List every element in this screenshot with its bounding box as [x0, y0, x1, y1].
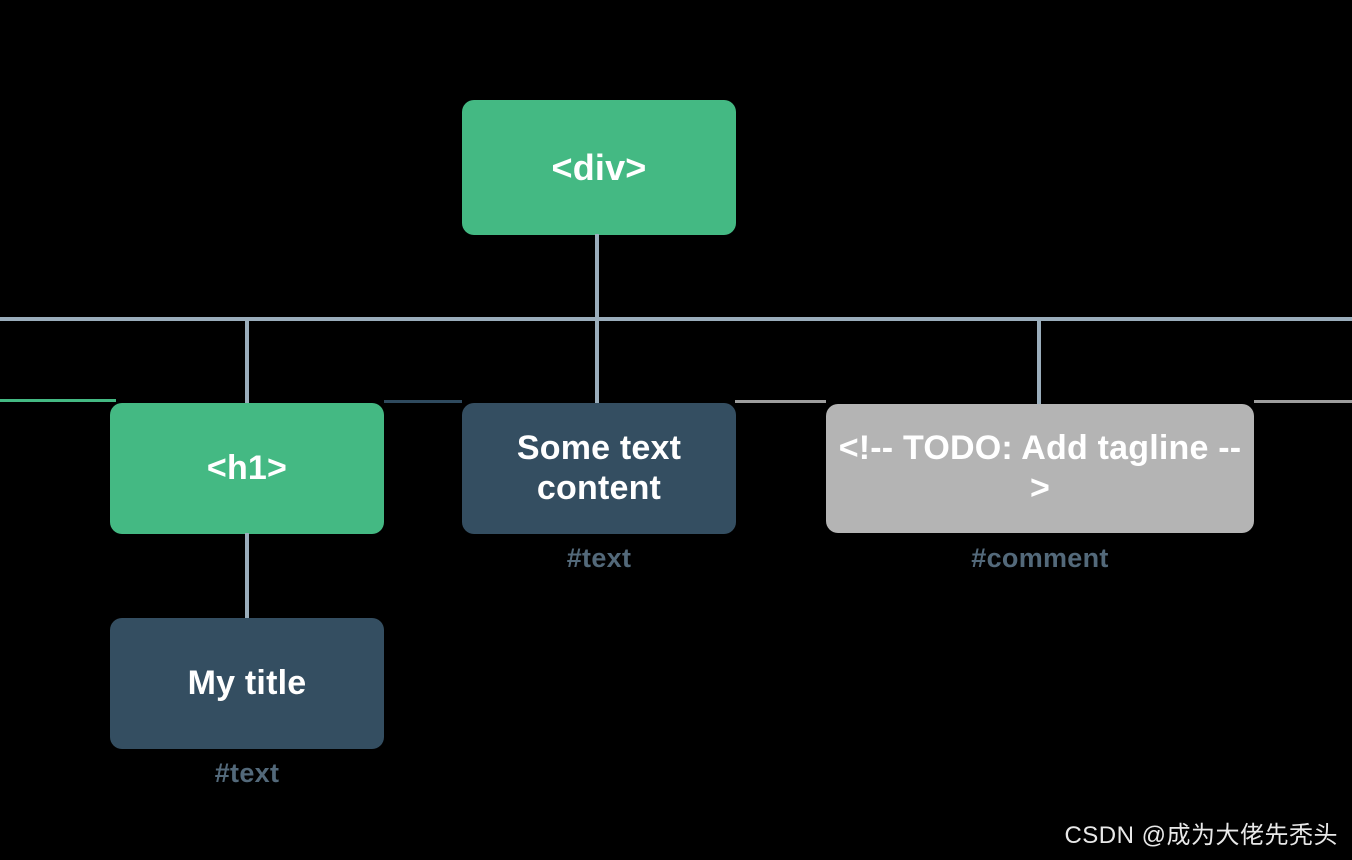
node-h1-label: <h1>	[206, 448, 288, 487]
caption-my-title-label: #text	[214, 758, 280, 788]
node-comment-label: <!-- TODO: Add tagline -->	[838, 429, 1242, 507]
caption-comment: #comment	[826, 543, 1254, 574]
node-div-label: <div>	[551, 146, 647, 188]
caption-some-text: #text	[462, 543, 736, 574]
node-some-text-label: Some text content	[516, 429, 682, 507]
node-my-title[interactable]: My title	[110, 618, 384, 749]
caption-comment-label: #comment	[971, 543, 1109, 573]
connector-stem-h1	[245, 317, 249, 405]
node-my-title-label: My title	[187, 663, 307, 702]
bleed-line-right-gray	[1254, 400, 1352, 403]
bleed-line-text-to-comment	[735, 400, 826, 403]
node-comment[interactable]: <!-- TODO: Add tagline -->	[826, 404, 1254, 533]
connector-horizontal-bus	[0, 317, 1352, 321]
bleed-line-left-green	[0, 399, 116, 402]
caption-my-title: #text	[110, 758, 384, 789]
node-div[interactable]: <div>	[462, 100, 736, 235]
caption-some-text-label: #text	[566, 543, 632, 573]
connector-stem-text	[595, 317, 599, 405]
connector-root-stem	[595, 234, 599, 320]
bleed-line-h1-to-text	[384, 400, 462, 403]
connector-stem-my-title	[245, 533, 249, 618]
node-h1[interactable]: <h1>	[110, 403, 384, 534]
node-some-text[interactable]: Some text content	[462, 403, 736, 534]
connector-stem-comment	[1037, 317, 1041, 405]
csdn-watermark: CSDN @成为大佬先秃头	[1064, 822, 1338, 849]
